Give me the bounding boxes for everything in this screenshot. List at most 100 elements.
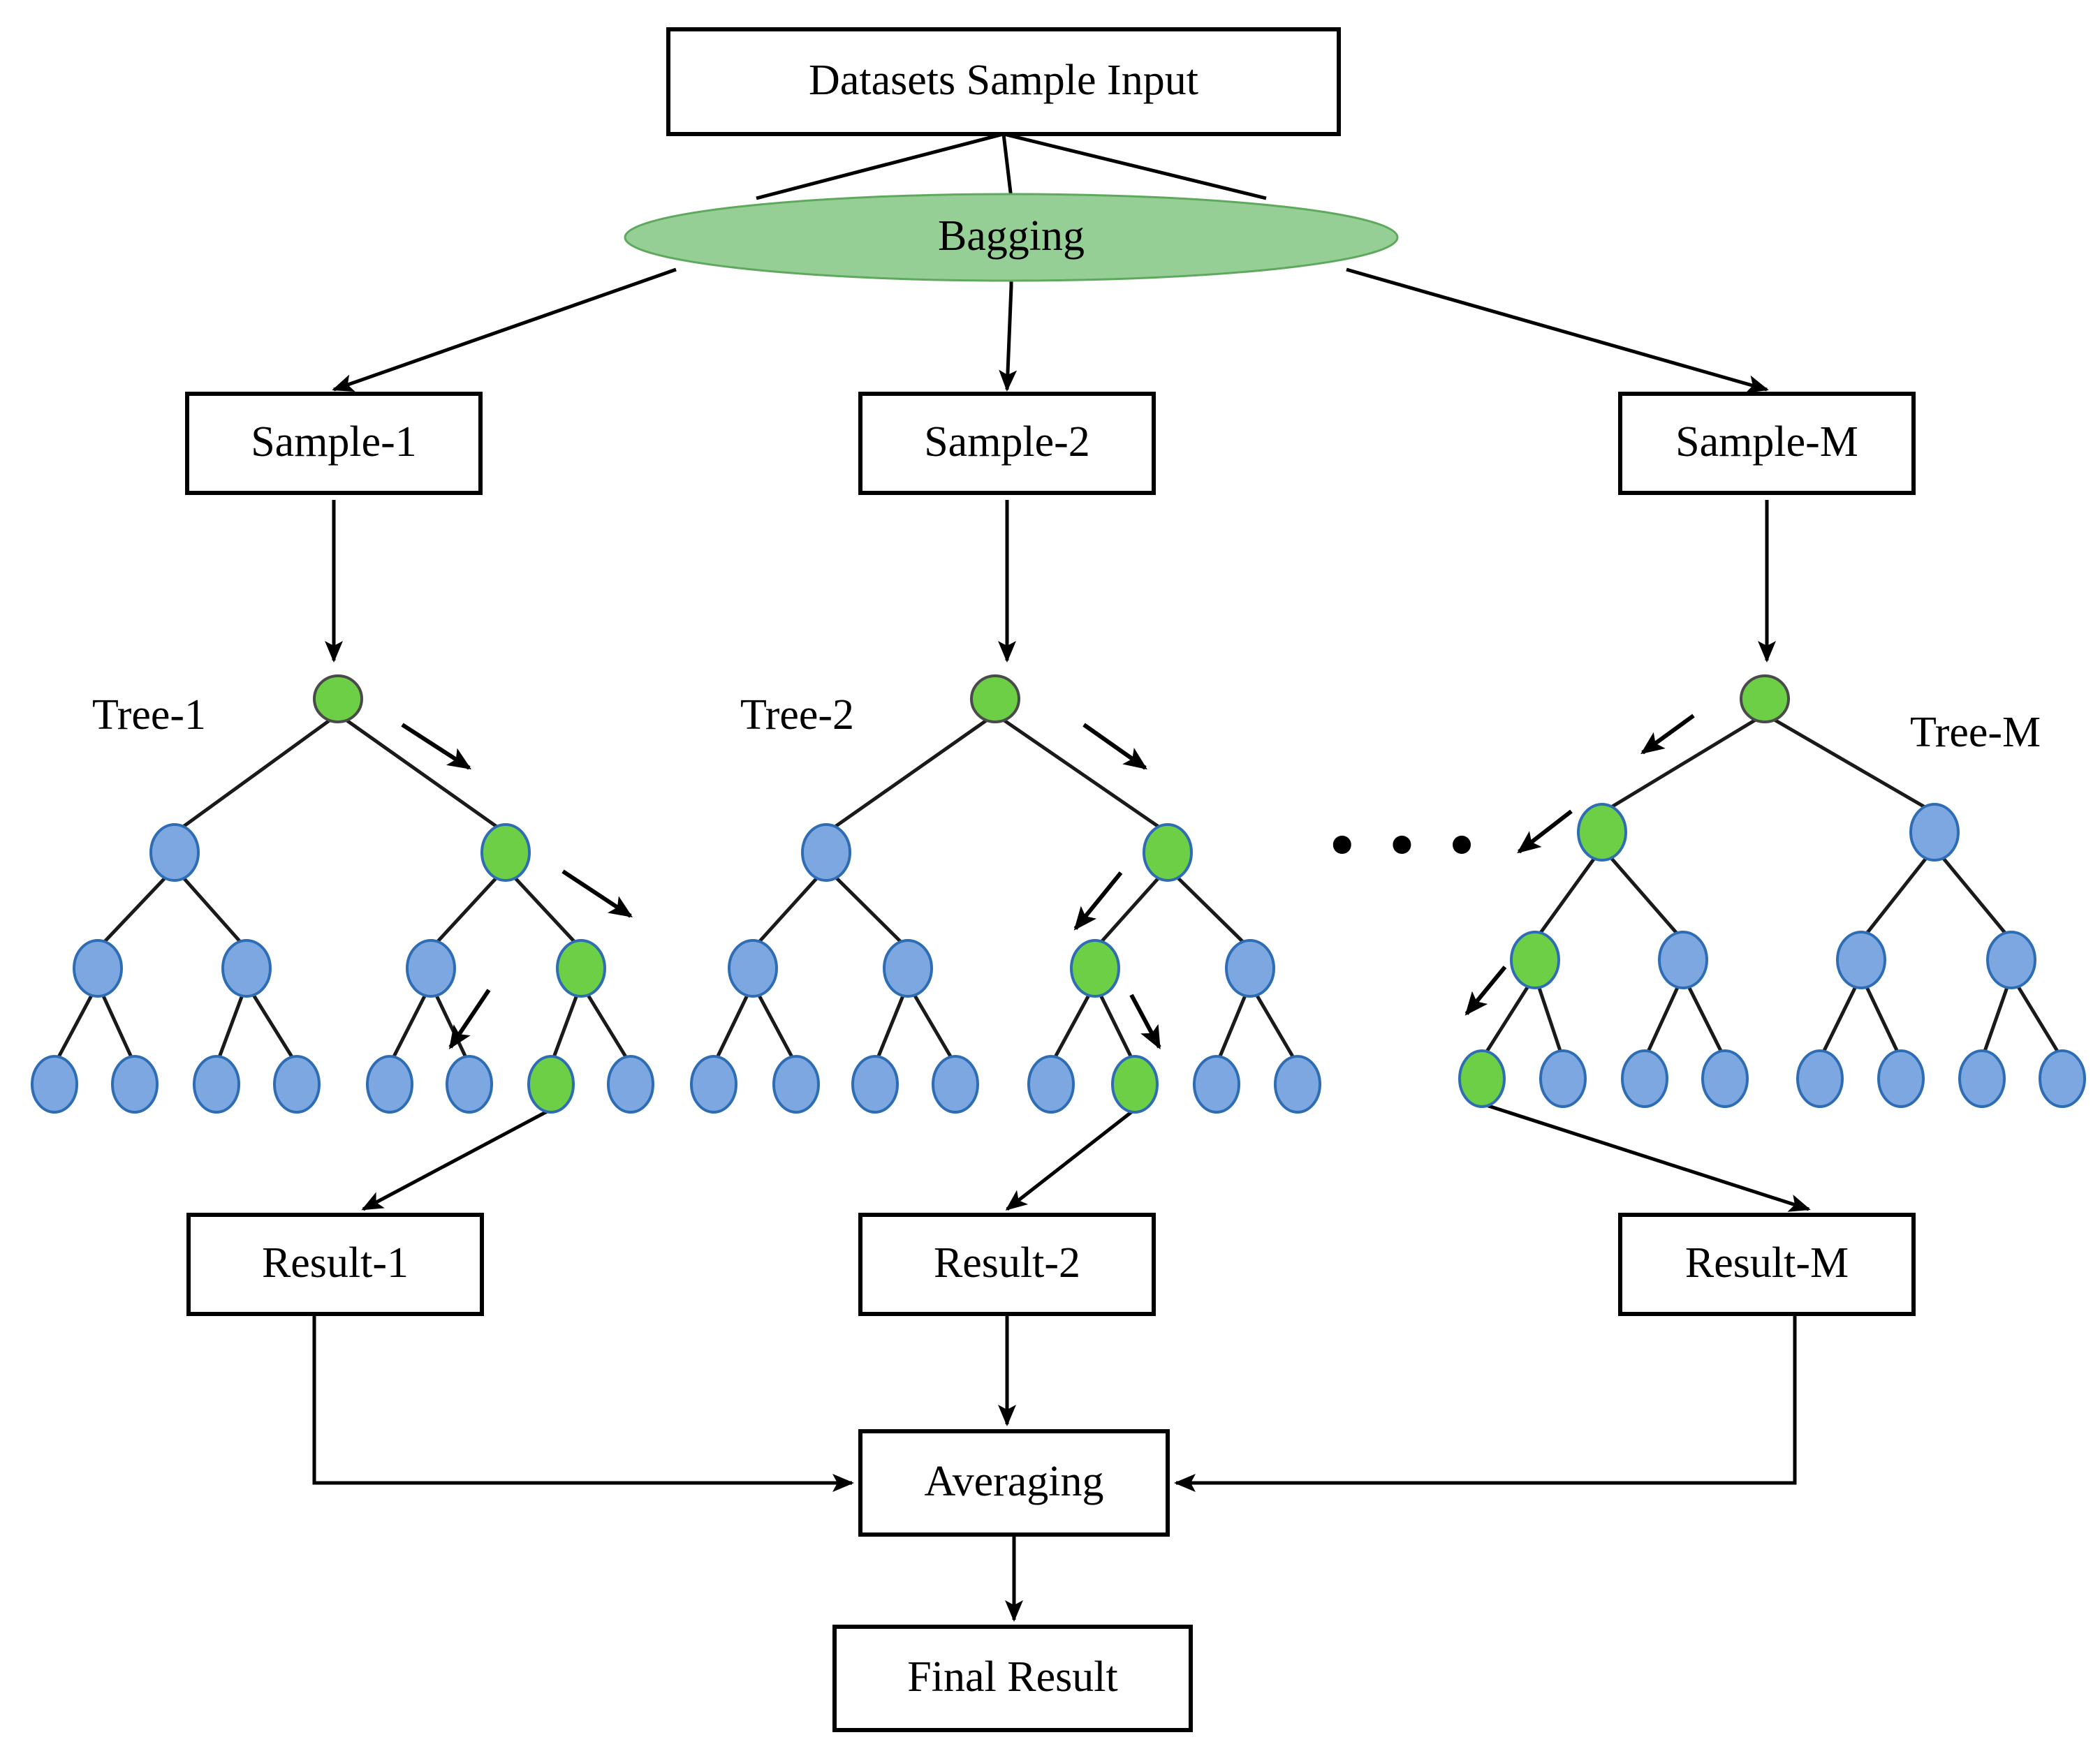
tree-1-edge-r-rr <box>504 866 582 950</box>
bagging-ellipse-shape <box>624 193 1399 282</box>
tree-1-node-lrl <box>193 1055 240 1114</box>
tree-2-node-l <box>801 823 851 882</box>
sample-box-1-rect <box>185 392 483 495</box>
tree-1-node-lrr <box>273 1055 321 1114</box>
input-to-bagging-line-2 <box>1001 133 1013 199</box>
sample-box-2[interactable]: Sample-2 <box>858 392 1156 495</box>
tree-1-traversal-arrow-3 <box>448 989 491 1049</box>
tree-1-traversal-arrow-2 <box>561 869 633 918</box>
tree-2-node-rlr-highlighted <box>1111 1055 1159 1114</box>
tree-2-node-lll <box>690 1055 737 1114</box>
tree-1-edge-ll-llr <box>96 982 137 1066</box>
sample-label-1: Sample-1 <box>251 418 417 466</box>
tree-1-node-r-highlighted <box>480 823 531 882</box>
tree-2-edge-rl-rlr <box>1093 982 1137 1066</box>
datasets-sample-input-box[interactable]: Datasets Sample Input <box>666 27 1341 136</box>
tree-3-edge-lr-lrl <box>1643 974 1685 1061</box>
tree-2-edge-root-l <box>825 712 997 835</box>
result-box-2[interactable]: Result-2 <box>858 1213 1156 1316</box>
tree-3-edge-rr-rrl <box>1980 975 2013 1060</box>
tree-2-node-rrl <box>1193 1055 1240 1114</box>
tree-2-edge-r-rr <box>1166 866 1251 950</box>
tree-2-edge-r-rl <box>1094 866 1169 950</box>
tree-2-traversal-arrow-2 <box>1073 871 1123 931</box>
tree-1-edge-r-rl <box>429 866 507 950</box>
tree-3-node-lrl <box>1621 1049 1668 1108</box>
tree-3-node-lll-highlighted <box>1458 1049 1506 1108</box>
tree-arrow-layer <box>401 714 1695 1050</box>
tree-2-edge-l-lr <box>825 866 909 950</box>
tree-2-node-rrr <box>1274 1055 1321 1114</box>
tree-1-node-rrl-highlighted <box>527 1055 575 1114</box>
tree-3-edge-r-rr <box>1933 846 2013 942</box>
averaging-box-rect <box>858 1429 1170 1537</box>
tree-3-node-ll-highlighted <box>1510 931 1560 989</box>
tree-1-node-rlr <box>446 1055 493 1114</box>
tree-1-edge-root-l <box>173 712 339 835</box>
result-box-3[interactable]: Result-M <box>1618 1213 1916 1316</box>
bagging-ellipse[interactable]: Bagging <box>624 193 1399 282</box>
tree-1-edge-rr-rrl <box>549 983 583 1065</box>
tree-3-node-root-highlighted <box>1740 674 1790 723</box>
result-m-to-averaging-path <box>1173 1314 1797 1492</box>
input-to-bagging-line-1 <box>756 132 1004 200</box>
sample-box-1[interactable]: Sample-1 <box>185 392 483 495</box>
tree-2-edge-lr-lrl <box>873 983 910 1065</box>
tree-2-node-r-highlighted <box>1143 823 1193 882</box>
tree-name-label-1: Tree-1 <box>92 691 206 739</box>
result-label-1: Result-1 <box>262 1239 409 1287</box>
tree-2-traversal-arrow-1 <box>1082 723 1147 770</box>
tree-2-node-root-highlighted <box>970 674 1020 723</box>
tree-1-node-rl <box>406 939 456 998</box>
sample-box-3[interactable]: Sample-M <box>1618 392 1916 495</box>
tree-3-edge-lr-lrr <box>1681 974 1727 1061</box>
connector-layer <box>312 132 1811 1623</box>
leaf-to-result-arrow-1 <box>361 1107 552 1211</box>
tree-2-edge-root-r <box>994 712 1169 835</box>
tree-3-node-rrr <box>2039 1049 2086 1108</box>
tree-1-edge-l-ll <box>96 866 176 950</box>
tree-1-node-llr <box>111 1055 159 1114</box>
tree-3-edge-root-r <box>1763 712 1936 815</box>
tree-1-node-l <box>149 823 200 882</box>
tree-3-node-rrl <box>1958 1049 2006 1108</box>
tree-2-edge-ll-lll <box>712 982 755 1066</box>
tree-3-node-lrr <box>1701 1049 1749 1108</box>
tree-3-edge-l-ll <box>1533 846 1604 942</box>
tree-3-edge-rl-rll <box>1818 974 1863 1061</box>
tree-2-node-rl-highlighted <box>1070 939 1120 998</box>
tree-3-node-rl <box>1836 931 1886 989</box>
tree-1-node-lr <box>221 939 272 998</box>
tree-name-label-2: Tree-2 <box>740 691 854 739</box>
leaf-to-result-arrow-2 <box>1005 1108 1136 1211</box>
tree-2-edge-l-ll <box>751 866 828 950</box>
tree-2-edge-ll-llr <box>751 982 798 1066</box>
tree-1-node-lll <box>31 1055 78 1114</box>
averaging-box[interactable]: Averaging <box>858 1429 1170 1537</box>
tree-3-node-rr <box>1986 931 2036 989</box>
tree-2-node-lrl <box>851 1055 899 1114</box>
result-box-3-rect <box>1618 1213 1916 1316</box>
result-box-1[interactable]: Result-1 <box>186 1213 484 1316</box>
tree-2-node-rll <box>1027 1055 1075 1114</box>
tree-1-edge-root-r <box>337 712 507 835</box>
tree-1-edge-lr-lrr <box>244 982 299 1066</box>
averaging-label: Averaging <box>924 1458 1103 1505</box>
tree-2-edge-lr-lrr <box>906 982 957 1066</box>
tree-1-traversal-arrow-1 <box>401 723 472 770</box>
result-box-2-rect <box>858 1213 1156 1316</box>
bagging-label: Bagging <box>938 212 1085 260</box>
tree-2-traversal-arrow-3 <box>1129 994 1161 1050</box>
datasets-sample-input-box-rect <box>666 27 1341 136</box>
tree-1-edge-rr-rrr <box>579 982 633 1066</box>
final-result-box-rect <box>832 1625 1193 1732</box>
final-result-label: Final Result <box>907 1653 1117 1701</box>
tree-2-node-ll <box>728 939 778 998</box>
final-result-box[interactable]: Final Result <box>832 1625 1193 1732</box>
tree-1-edge-rl-rll <box>388 982 433 1066</box>
tree-1-node-rrr <box>607 1055 654 1114</box>
tree-1-edge-lr-lrl <box>214 983 249 1065</box>
